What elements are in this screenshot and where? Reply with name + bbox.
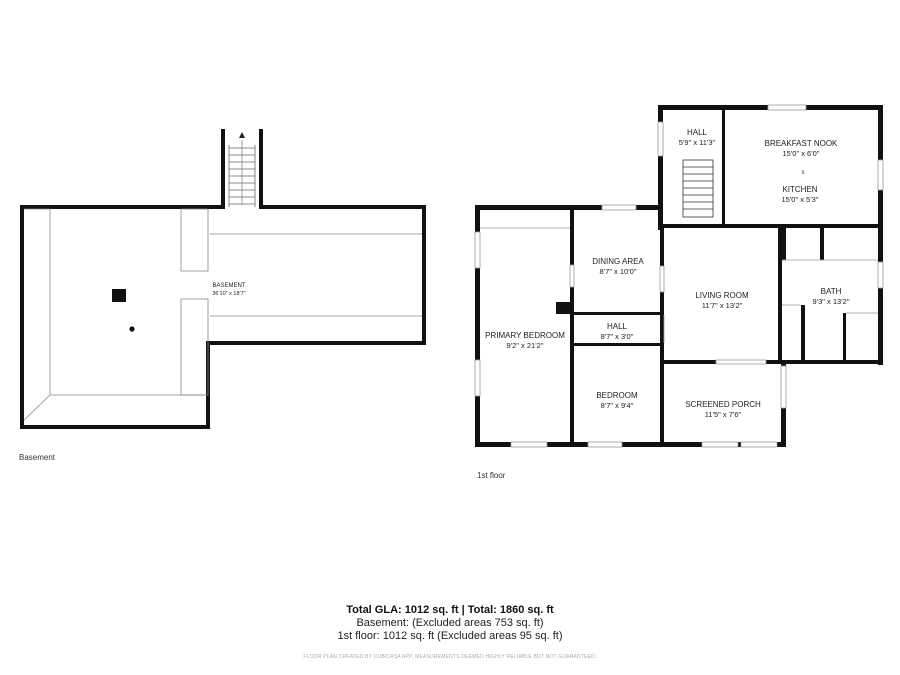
room-dims-living-room: 11'7" x 13'2": [702, 301, 743, 310]
room-dims-basement: 36'10" x 18'7": [212, 291, 245, 297]
kitchen-marker-icon: x: [802, 170, 805, 176]
room-name-kitchen: KITCHEN: [782, 185, 817, 194]
wall-closet-right: [843, 313, 846, 363]
room-name-bedroom: BEDROOM: [596, 391, 638, 400]
total-area: Total GLA: 1012 sq. ft | Total: 1860 sq.…: [346, 604, 554, 616]
area-summary: Total GLA: 1012 sq. ft | Total: 1860 sq.…: [0, 604, 900, 643]
wall-outer-bottom: [475, 442, 786, 447]
wall-outer-left: [475, 205, 480, 447]
room-dims-hall-upper: 5'9" x 11'3": [679, 138, 716, 147]
basement-floor-label: Basement: [19, 453, 56, 462]
room-name-primary-bedroom: PRIMARY BEDROOM: [485, 331, 565, 340]
first-floor-label: 1st floor: [477, 471, 506, 480]
first-floor-windows: [474, 104, 884, 448]
stair-wall-right: [259, 129, 263, 209]
room-dims-screened-porch: 11'5" x 7'6": [705, 410, 742, 419]
room-name-living-room: LIVING ROOM: [695, 291, 749, 300]
wall-dining-left: [570, 205, 574, 442]
first-floor-interior-lines: [480, 227, 878, 343]
basement-wall-left: [20, 205, 24, 429]
basement-wall-top-right: [259, 205, 426, 209]
basement-wall-right: [422, 205, 426, 345]
wall-kitchen-bottom: [658, 224, 883, 228]
floor-plan: BASEMENT 36'10" x 18'7": [20, 104, 884, 448]
stair-arrow-icon: [239, 132, 245, 138]
wall-hall-bottom: [570, 343, 664, 346]
basement-wall-inner-horizontal: [206, 341, 426, 345]
room-dims-bath: 9'3" x 13'2": [813, 297, 850, 306]
stair-wall-left: [221, 129, 225, 209]
room-name-bath: BATH: [821, 287, 842, 296]
first-floor-plan: x HALL 5'9" x 11'3" BREAKFAST NOOK 15'0"…: [474, 104, 884, 448]
wall-living-bottom: [660, 360, 883, 364]
room-dims-primary-bedroom: 9'2" x 21'2": [507, 341, 544, 350]
room-name-basement: BASEMENT: [212, 283, 245, 289]
room-dims-dining-area: 8'7" x 10'0": [600, 267, 637, 276]
wall-outer-right-lower: [878, 224, 883, 365]
basement-drain-icon: [129, 326, 135, 332]
basement-interior-lines: [23, 208, 422, 421]
wall-dining-bottom: [570, 312, 664, 315]
basement-plan: BASEMENT 36'10" x 18'7": [20, 129, 426, 429]
wall-hall-nook-divider: [722, 108, 725, 228]
basement-area: Basement: (Excluded areas 753 sq. ft): [356, 617, 544, 629]
basement-stairs: [228, 140, 256, 207]
wall-hall-left: [658, 105, 663, 230]
wall-bath-closet-top2: [820, 228, 824, 260]
basement-wall-bottom: [20, 425, 210, 429]
room-dims-bedroom: 8'7" x 9'4": [601, 401, 634, 410]
wall-outer-top-left: [475, 205, 662, 210]
room-dims-kitchen: 15'0" x 5'3": [782, 195, 819, 204]
wall-closet-left: [801, 305, 805, 363]
room-name-dining-area: DINING AREA: [592, 257, 644, 266]
wall-dining-right: [660, 228, 664, 442]
room-name-breakfast-nook: BREAKFAST NOOK: [765, 139, 838, 148]
wall-bath-closet-top: [782, 228, 786, 260]
wall-bath-left: [778, 224, 782, 364]
hall-stairs: [682, 159, 714, 218]
wall-chimney: [556, 302, 572, 314]
room-name-hall-lower: HALL: [607, 322, 628, 331]
first-floor-area: 1st floor: 1012 sq. ft (Excluded areas 9…: [337, 630, 563, 642]
room-name-screened-porch: SCREENED PORCH: [685, 400, 761, 409]
basement-wall-top-left: [20, 205, 225, 209]
basement-column: [112, 289, 126, 302]
room-name-hall-upper: HALL: [687, 128, 708, 137]
disclaimer: FLOOR PLAN CREATED BY CUBICASA APP. MEAS…: [303, 654, 597, 660]
room-dims-hall-lower: 8'7" x 3'0": [601, 332, 634, 341]
room-dims-breakfast-nook: 15'0" x 6'0": [783, 149, 820, 158]
